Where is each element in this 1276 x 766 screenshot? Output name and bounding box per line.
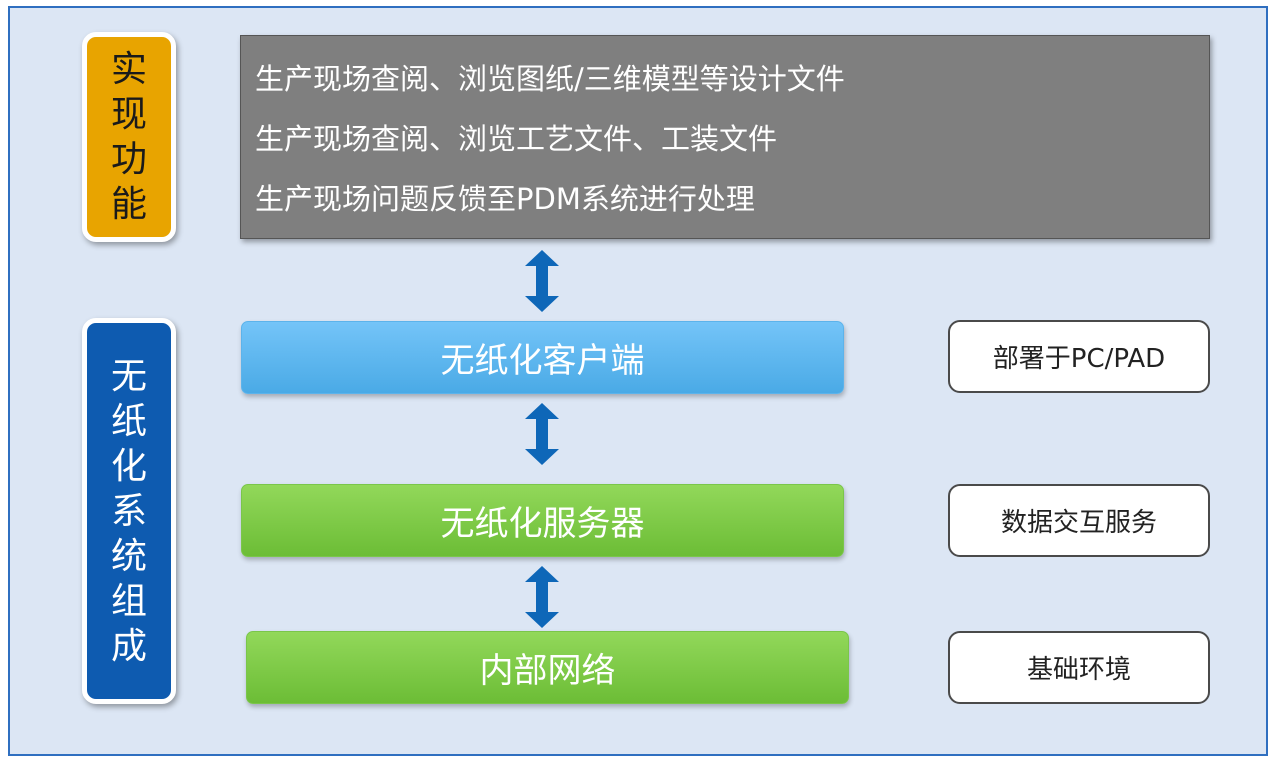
server-layer-label: 无纸化服务器 [440, 504, 645, 544]
client-note: 部署于PC/PAD [948, 320, 1210, 393]
function-item: 生产现场问题反馈至PDM系统进行处理 [255, 182, 755, 216]
network-note: 基础环境 [948, 631, 1210, 704]
server-layer: 无纸化服务器 [241, 484, 844, 557]
client-layer-label: 无纸化客户端 [440, 341, 645, 381]
client-layer: 无纸化客户端 [241, 321, 844, 394]
functions-label: 实现功能 [82, 32, 176, 242]
server-note-text: 数据交互服务 [1000, 508, 1157, 538]
server-note: 数据交互服务 [948, 484, 1210, 557]
double-arrow-icon [525, 566, 559, 628]
client-note-text: 部署于PC/PAD [992, 344, 1166, 374]
function-item: 生产现场查阅、浏览图纸/三维模型等设计文件 [255, 62, 845, 96]
double-arrow-icon [525, 250, 559, 312]
system-label-text: 无纸化系统组成 [110, 355, 147, 667]
function-item: 生产现场查阅、浏览工艺文件、工装文件 [255, 122, 778, 156]
functions-label-text: 实现功能 [110, 49, 147, 225]
functions-panel: 生产现场查阅、浏览图纸/三维模型等设计文件 生产现场查阅、浏览工艺文件、工装文件… [240, 35, 1210, 239]
system-components-label: 无纸化系统组成 [82, 318, 176, 704]
network-layer-label: 内部网络 [479, 651, 616, 691]
network-layer: 内部网络 [246, 631, 849, 704]
network-note-text: 基础环境 [1026, 655, 1131, 685]
double-arrow-icon [525, 403, 559, 465]
